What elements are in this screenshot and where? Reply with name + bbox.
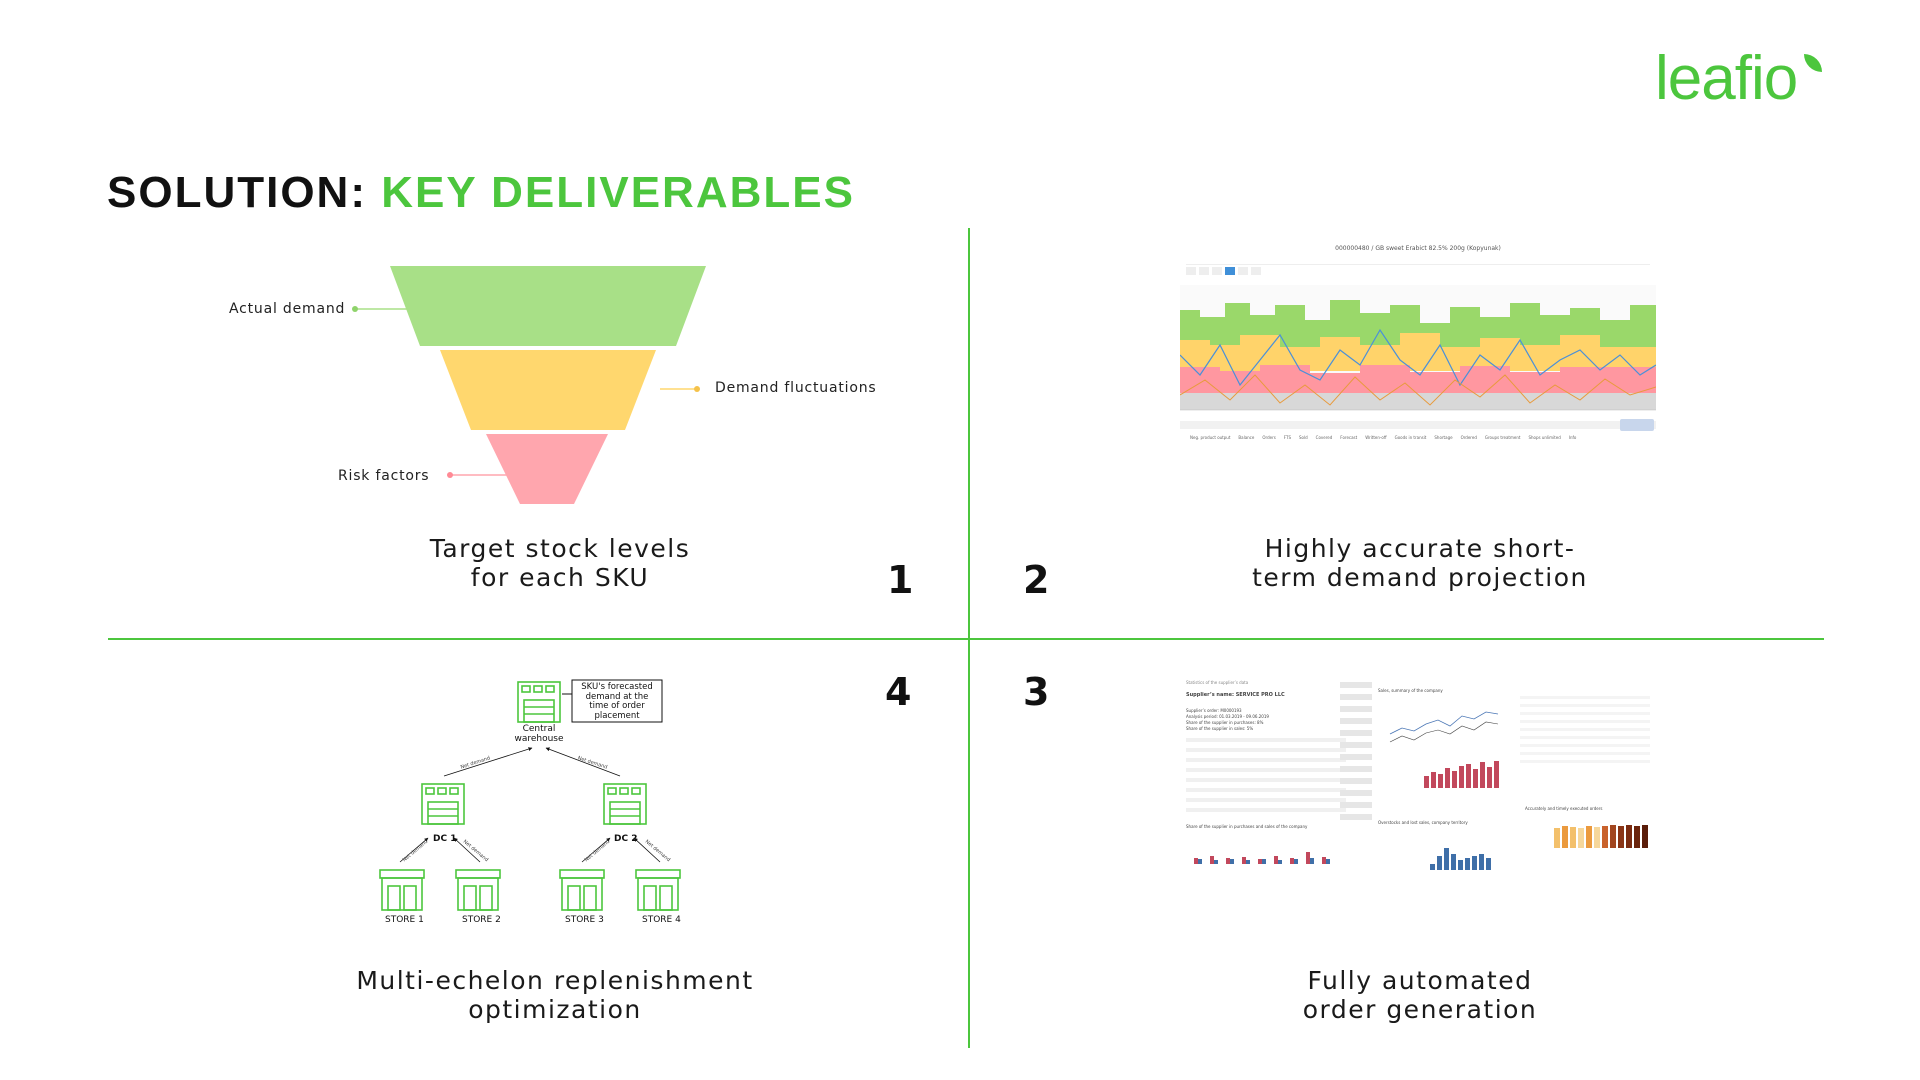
- callout-text: SKU's forecasted demand at the time of o…: [581, 682, 653, 721]
- forecast-screenshot-title: 000000480 / GB sweet Erabict 82.5% 200g …: [1335, 245, 1501, 252]
- page-title: SOLUTION: KEY DELIVERABLES: [107, 168, 855, 218]
- store-4-icon: [635, 869, 681, 911]
- store-3-icon: [559, 869, 605, 911]
- caption-multi-echelon: Multi-echelon replenishment optimization: [356, 966, 754, 1024]
- funnel-layer-risk-factors: [486, 434, 608, 504]
- central-warehouse-label: Central warehouse: [514, 724, 564, 744]
- forecast-period-buttons: [1186, 267, 1650, 275]
- central-warehouse-icon: [517, 681, 561, 723]
- label-demand-fluctuations: Demand fluctuations: [715, 380, 877, 396]
- quadrant-number-2: 2: [1023, 558, 1050, 602]
- title-prefix: SOLUTION:: [107, 168, 367, 217]
- quadrant-number-3: 3: [1023, 670, 1050, 714]
- funnel-leader-lines: [352, 306, 700, 478]
- label-risk-factors: Risk factors: [338, 468, 430, 484]
- panel-title-executed-orders: Accurately and timely executed orders: [1525, 806, 1603, 811]
- quadrant-number-1: 1: [887, 558, 914, 602]
- demand-funnel-diagram: [390, 266, 706, 504]
- forecast-area-chart: [1180, 285, 1656, 431]
- supplier-statistics-screenshot: Statistics of the supplier’s data Suppli…: [1180, 676, 1656, 886]
- leafio-logo: leafio: [1655, 44, 1798, 113]
- dc-1-icon: [421, 783, 465, 825]
- quadrant-number-4: 4: [885, 670, 912, 714]
- caption-demand-projection: Highly accurate short- term demand proje…: [1252, 534, 1588, 592]
- supplier-details: Supplier’s order: M0000193 Analysis peri…: [1186, 708, 1269, 731]
- funnel-layer-demand-fluctuations: [440, 350, 656, 430]
- store-4-label: STORE 4: [642, 915, 681, 925]
- store-1-label: STORE 1: [385, 915, 424, 925]
- supplier-name: Supplier’s name: SERVICE PRO LLC: [1186, 692, 1285, 698]
- forecast-chart-screenshot: 000000480 / GB sweet Erabict 82.5% 200g …: [1180, 244, 1656, 466]
- panel-title-supplier-share: Share of the supplier in purchases and s…: [1186, 824, 1308, 829]
- store-1-icon: [379, 869, 425, 911]
- logo-leaf-icon: [1804, 54, 1822, 72]
- store-2-icon: [455, 869, 501, 911]
- label-actual-demand: Actual demand: [229, 301, 346, 317]
- forecast-toolbar: [1186, 256, 1650, 265]
- title-highlight: KEY DELIVERABLES: [381, 168, 855, 217]
- dc-2-icon: [603, 783, 647, 825]
- panel-title-sales-summary: Sales, summary of the company: [1378, 688, 1443, 693]
- horizontal-divider: [108, 638, 1824, 640]
- dc-2-label: DC 2: [614, 834, 638, 844]
- callout-box: [571, 679, 663, 723]
- supplier-statistics-charts: [1186, 682, 1650, 870]
- caption-automated-order-generation: Fully automated order generation: [1302, 966, 1538, 1024]
- store-3-label: STORE 3: [565, 915, 604, 925]
- store-2-label: STORE 2: [462, 915, 501, 925]
- supplier-stats-header: Statistics of the supplier’s data: [1186, 680, 1249, 685]
- panel-title-overstocks: Overstocks and lost sales, company terri…: [1378, 820, 1468, 825]
- funnel-layer-actual-demand: [390, 266, 706, 346]
- multi-echelon-diagram: [379, 679, 681, 911]
- forecast-legend: Neg. product output Balance Orders FTS S…: [1190, 435, 1577, 440]
- dc-1-label: DC 1: [433, 834, 457, 844]
- caption-target-stock-levels: Target stock levels for each SKU: [429, 534, 691, 592]
